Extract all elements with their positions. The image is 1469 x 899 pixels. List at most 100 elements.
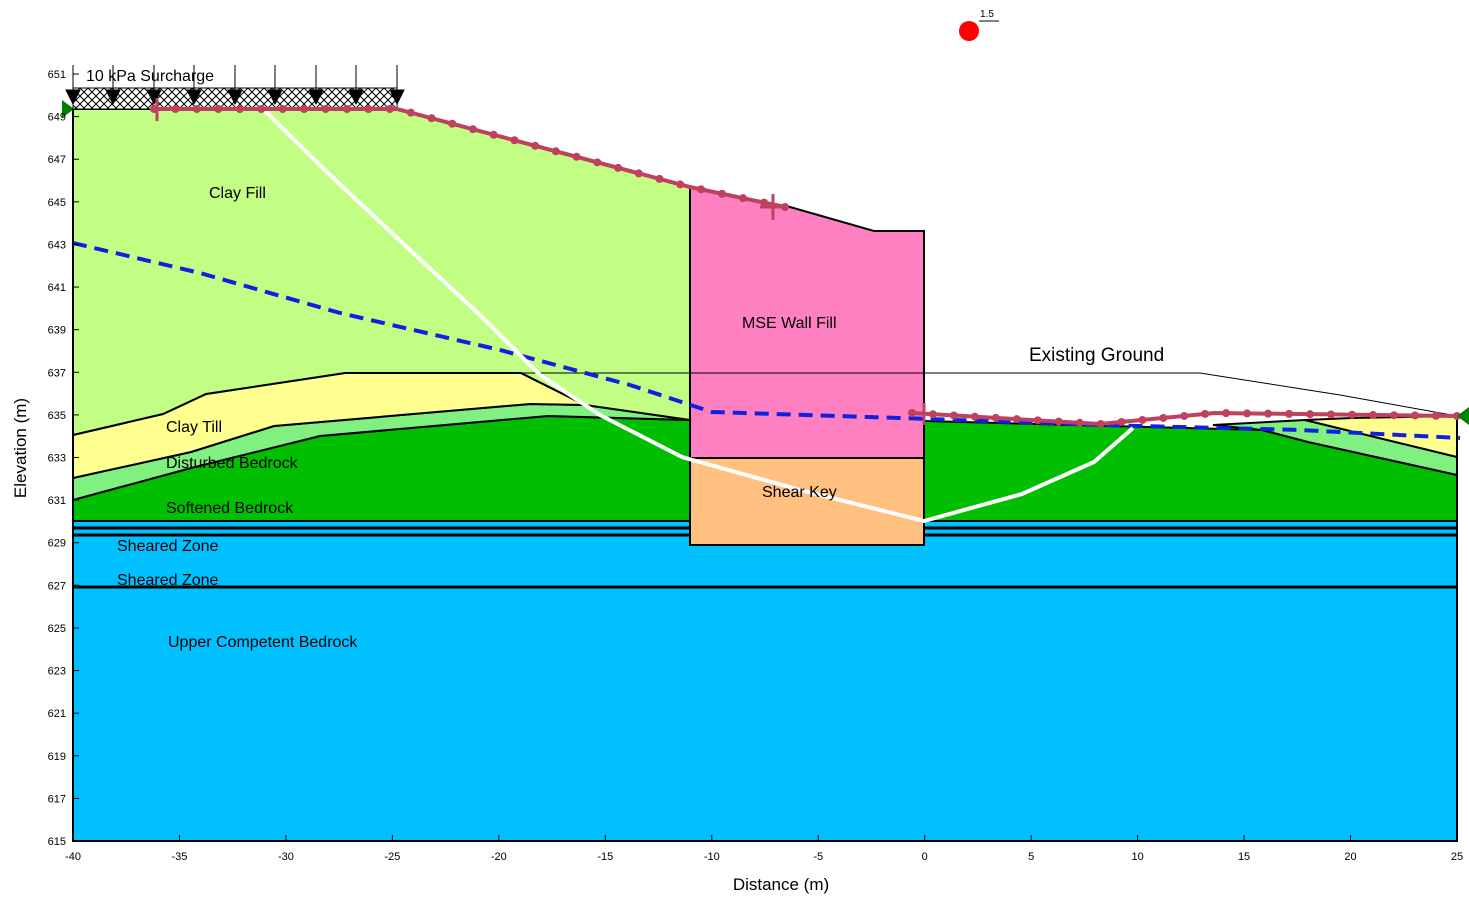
search-limit-dot	[1033, 416, 1042, 425]
factor-of-safety-label: 1.5	[980, 9, 994, 20]
search-limit-dot	[1012, 415, 1021, 424]
search-limit-dot	[1285, 409, 1294, 418]
search-limit-dot	[1201, 409, 1210, 418]
x-tick-label: -20	[491, 851, 507, 863]
mse-wall-fill-label: MSE Wall Fill	[742, 315, 837, 332]
x-tick-label: 0	[922, 851, 928, 863]
x-tick-label: -10	[704, 851, 720, 863]
surcharge-label: 10 kPa Surcharge	[86, 68, 214, 85]
search-limit-dot	[1432, 411, 1441, 420]
left-boundary-marker	[62, 100, 74, 118]
y-tick-label: 641	[48, 282, 66, 294]
search-limit-dot	[214, 105, 223, 113]
surcharge-arrows	[65, 65, 405, 106]
y-tick-label: 639	[48, 325, 66, 337]
search-limit-dot	[192, 105, 201, 113]
y-axis: 6156176196216236256276296316336356376396…	[48, 69, 79, 848]
search-limit-dot	[1243, 409, 1252, 418]
x-tick-label: 5	[1028, 851, 1034, 863]
shear-key-label: Shear Key	[762, 484, 837, 501]
search-limit-dot	[1369, 410, 1378, 419]
search-limit-dot	[718, 189, 727, 198]
search-limit-dot	[427, 114, 436, 123]
search-limit-dot	[739, 194, 748, 203]
y-tick-label: 621	[48, 708, 66, 720]
search-limit-dot	[572, 152, 581, 161]
y-tick-label: 619	[48, 751, 66, 763]
critical-slip-surface	[261, 107, 1135, 524]
shear-key-overlay	[689, 457, 925, 546]
x-tick-label: -30	[278, 851, 294, 863]
search-limit-dot	[489, 130, 498, 139]
search-limit-dot	[1138, 415, 1147, 424]
search-limit-dot	[1390, 411, 1399, 420]
y-tick-label: 617	[48, 793, 66, 805]
y-tick-label: 629	[48, 538, 66, 550]
search-limit-dot	[171, 105, 180, 113]
search-limit-dot	[1180, 411, 1189, 420]
search-limit-dot	[1075, 418, 1084, 427]
fs-marker	[959, 21, 979, 41]
x-tick-label: 15	[1238, 851, 1250, 863]
x-tick-label: 25	[1451, 851, 1463, 863]
y-tick-label: 623	[48, 666, 66, 678]
search-limit-dot	[655, 174, 664, 183]
search-limit-dot	[593, 158, 602, 167]
search-limit-dot	[448, 119, 457, 128]
search-limit-dot	[531, 141, 540, 150]
y-tick-label: 647	[48, 154, 66, 166]
search-limit-dot	[1096, 419, 1105, 428]
x-tick-label: 20	[1344, 851, 1356, 863]
y-tick-label: 649	[48, 112, 66, 124]
x-tick-label: -5	[813, 851, 823, 863]
y-tick-label: 643	[48, 239, 66, 251]
search-limit-dot	[697, 185, 706, 194]
search-limit-dot	[928, 410, 937, 419]
search-limit-dot	[385, 105, 394, 113]
search-limit-dot	[1306, 410, 1315, 419]
x-axis-title: Distance (m)	[733, 875, 829, 894]
search-limit-dot	[1327, 410, 1336, 419]
search-limit-dot	[1348, 410, 1357, 419]
sheared-zone-label-2: Sheared Zone	[117, 572, 219, 589]
y-tick-label: 645	[48, 197, 66, 209]
search-limit-dot	[510, 136, 519, 145]
y-tick-label: 627	[48, 580, 66, 592]
sheared-zone-label-1: Sheared Zone	[117, 538, 219, 555]
slip-search-limits	[150, 98, 1461, 428]
x-tick-label: 10	[1131, 851, 1143, 863]
search-limit-dot	[676, 180, 685, 189]
x-tick-label: -35	[172, 851, 188, 863]
search-limit-dot	[235, 105, 244, 113]
x-tick-label: -40	[65, 851, 81, 863]
search-limit-dot	[468, 125, 477, 134]
y-tick-label: 637	[48, 367, 66, 379]
y-tick-label: 651	[48, 69, 66, 81]
search-limit-dot	[342, 105, 351, 113]
y-tick-label: 631	[48, 495, 66, 507]
search-limit-dot	[949, 411, 958, 420]
search-limit-dot	[970, 412, 979, 421]
clay-fill-label: Clay Fill	[209, 185, 266, 202]
search-limit-dot	[321, 105, 330, 113]
search-limit-dot	[908, 409, 916, 417]
search-limit-dot	[551, 147, 560, 156]
search-limit-dot	[634, 169, 643, 178]
search-limit-dot	[614, 163, 623, 172]
disturbed-bedrock-label: Disturbed Bedrock	[166, 455, 299, 472]
piezometric-line	[72, 241, 1461, 440]
softened-bedrock-label: Softened Bedrock	[166, 500, 294, 517]
upper-competent-bedrock-region	[72, 520, 1458, 842]
y-tick-label: 635	[48, 410, 66, 422]
clay-till-label: Clay Till	[166, 419, 222, 436]
search-limit-dot	[1054, 417, 1063, 426]
search-limit-dot	[1159, 413, 1168, 422]
upper-competent-bedrock-label: Upper Competent Bedrock	[168, 634, 358, 651]
search-limit-dot	[406, 108, 415, 117]
search-limit-dot	[278, 105, 287, 113]
search-limit-dot	[1222, 409, 1231, 418]
y-tick-label: 615	[48, 836, 66, 848]
y-tick-label: 625	[48, 623, 66, 635]
